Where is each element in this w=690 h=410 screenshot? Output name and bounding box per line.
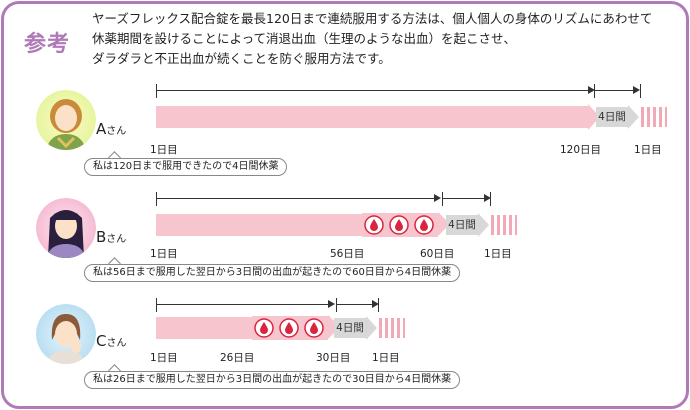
rest-period-bar: 4日間: [334, 318, 366, 338]
speech-bubble-b: 私は56日まで服用した翌日から3日間の出血が起きたので60日目から4日間休薬: [84, 264, 461, 282]
day-label-start: 1日目: [150, 144, 178, 156]
tick: [336, 298, 337, 312]
blood-drop-icon: [364, 215, 384, 235]
timeline-c-rest: [336, 304, 374, 305]
timeline-c-main: [156, 304, 330, 305]
pill-period-bar: [156, 106, 588, 128]
rest-period-arrow: [478, 213, 489, 237]
pill-period-bar: [156, 317, 252, 339]
rest-period-bar: 4日間: [596, 107, 628, 127]
timeline-arrowhead: [372, 300, 379, 308]
woman-avatar-icon: [36, 304, 96, 364]
day-label-bleed: 56日目: [330, 248, 365, 260]
reference-heading: 参考: [24, 32, 71, 57]
day-label-restart: 1日目: [634, 144, 662, 156]
row-b: Bさん 4日間 1日目 56日目 60日目 1日目 私は56日まで服用した翌日か…: [0, 192, 690, 286]
bleeding-days: [362, 213, 438, 237]
timeline-a-main: [156, 90, 588, 91]
blood-drop-icon: [414, 215, 434, 235]
person-c-label: Cさん: [96, 332, 127, 350]
day-label-bleed: 26日目: [220, 352, 255, 364]
day-label-end: 120日目: [560, 144, 602, 156]
next-cycle-stripes: [491, 215, 517, 235]
blood-drop-icon: [304, 318, 324, 338]
timeline-b-main: [156, 198, 436, 199]
timeline-arrowhead: [328, 300, 335, 308]
timeline-arrowhead: [434, 194, 441, 202]
woman-avatar-icon: [36, 198, 96, 258]
woman-avatar-icon: [36, 90, 96, 150]
speech-bubble-c: 私は26日まで服用した翌日から3日間の出血が起きたので30日目から4日間休薬: [84, 371, 461, 389]
person-a-label: Aさん: [96, 120, 127, 138]
timeline-arrowhead: [633, 86, 640, 94]
tick: [640, 84, 641, 98]
blood-drop-icon: [279, 318, 299, 338]
tick: [378, 298, 379, 312]
blood-drop-icon: [389, 215, 409, 235]
tick: [594, 84, 595, 98]
intro-text: ヤーズフレックス配合錠を最長120日まで連続服用する方法は、個人個人の身体のリズ…: [92, 9, 682, 69]
timeline-b-rest: [442, 198, 486, 199]
next-cycle-stripes: [641, 107, 667, 127]
intro-line-1: ヤーズフレックス配合錠を最長120日まで連続服用する方法は、個人個人の身体のリズ…: [92, 11, 653, 26]
timeline-arrowhead: [588, 86, 595, 94]
day-label-restart: 1日目: [484, 248, 512, 260]
day-label-end: 30日目: [316, 352, 351, 364]
next-cycle-stripes: [379, 318, 405, 338]
tick: [156, 84, 157, 98]
timeline-arrowhead: [484, 194, 491, 202]
tick: [490, 192, 491, 206]
rest-period-arrow: [366, 316, 377, 340]
day-label-restart: 1日目: [372, 352, 400, 364]
bleeding-days: [252, 316, 328, 340]
pill-period-bar: [156, 214, 362, 236]
tick: [156, 298, 157, 312]
tick: [156, 192, 157, 206]
row-a: Aさん 4日間 1日目 120日目 1日目 私は120日まで服用できたので4日間…: [0, 82, 690, 180]
day-label-start: 1日目: [150, 352, 178, 364]
speech-bubble-a: 私は120日まで服用できたので4日間休薬: [84, 158, 288, 176]
intro-line-3: ダラダラと不正出血が続くことを防ぐ服用方法です。: [92, 51, 391, 66]
person-b-label: Bさん: [96, 228, 127, 246]
row-c: Cさん 4日間 1日目 26日目 30日目 1日目 私は26日まで服用した翌日か…: [0, 298, 690, 394]
rest-period-arrow: [628, 105, 639, 129]
tick: [442, 192, 443, 206]
day-label-end: 60日目: [420, 248, 455, 260]
intro-line-2: 休薬期間を設けることによって消退出血（生理のような出血）を起こさせ、: [92, 31, 517, 46]
blood-drop-icon: [254, 318, 274, 338]
day-label-start: 1日目: [150, 248, 178, 260]
timeline-a-rest: [594, 90, 636, 91]
rest-period-bar: 4日間: [446, 215, 478, 235]
